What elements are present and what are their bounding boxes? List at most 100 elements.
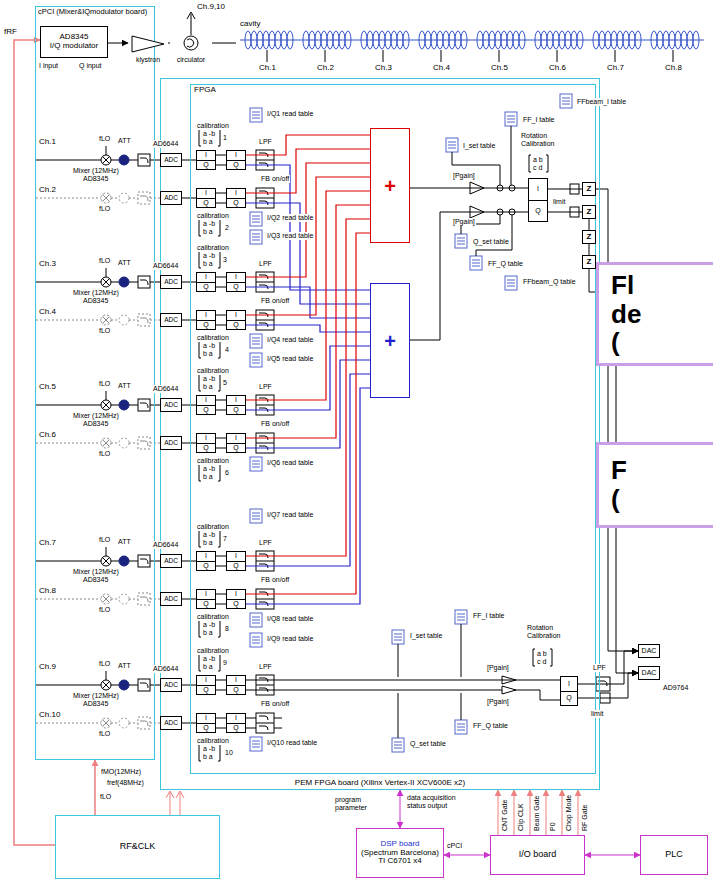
iq-block: IQ (226, 551, 246, 571)
cavity-cell (651, 31, 657, 49)
diagram-label: I/Q9 read table (266, 635, 314, 643)
node-text: DAC (642, 669, 657, 677)
cavity-cell (281, 31, 287, 49)
wire-line (129, 282, 138, 283)
pickup-line (499, 50, 500, 62)
diagram-label: 9 (222, 659, 228, 667)
filter-symbol (138, 593, 150, 605)
circulator-arrow (187, 39, 194, 47)
lpf-divider (256, 599, 274, 600)
input-line (36, 599, 101, 600)
wire-line (129, 320, 138, 321)
node-text: ADC (164, 316, 178, 323)
wire-line (150, 405, 160, 406)
diagram-label: [Pgain] (486, 664, 510, 672)
lpf-divider (256, 443, 274, 444)
diagram-label: 7 (222, 535, 228, 543)
filter-symbol (138, 437, 150, 449)
diagram-label: ATT (117, 382, 132, 390)
wire-line (150, 723, 160, 724)
wire-line (111, 561, 119, 562)
diagram-label: FFbeam_I table (576, 98, 627, 106)
diagram-label: I_set table (409, 632, 443, 640)
wire-line (129, 198, 138, 199)
process-box: DSP board(Spectrum Barcelona) TI C6701 x… (356, 828, 444, 878)
diagram-label: FF_I table (522, 116, 556, 124)
arrow-head (166, 791, 174, 798)
diagram-label: Mixer (12MHz) (72, 692, 120, 700)
filter-symbol (138, 717, 150, 729)
connector (246, 360, 370, 448)
cavity-cell (419, 31, 425, 49)
table-row (457, 620, 465, 621)
diagram-label: program parameter (334, 796, 392, 811)
cavity-cell (333, 31, 339, 49)
matrix-bracket (533, 649, 535, 666)
attenuator-symbol (119, 680, 129, 690)
table-row (472, 263, 480, 264)
diagram-label: Mixer (12MHz) (72, 412, 120, 420)
wire-line (150, 561, 160, 562)
table-row (252, 640, 260, 641)
node-text: DAC (642, 647, 657, 655)
diagram-label: AD8345 (82, 420, 109, 428)
diagram-label: Rotation Calibration (520, 132, 570, 147)
mixer-cross (103, 402, 110, 409)
wire-line (111, 723, 119, 724)
mixer-symbol (101, 400, 111, 410)
table-icon (505, 276, 517, 290)
table-icon (455, 234, 467, 248)
node-text: I (227, 434, 245, 444)
cavity-cell (303, 31, 309, 49)
q-line (216, 287, 226, 288)
adc-box: ADC (160, 398, 182, 412)
cavity-cell (507, 31, 513, 49)
diagram-label: I/Q10 read table (266, 739, 318, 747)
lpf-symbol (256, 713, 274, 733)
q-line (216, 566, 226, 567)
diagram-label: Ch.1 (38, 138, 57, 147)
table-icon (250, 633, 262, 647)
mixer-symbol (101, 315, 111, 325)
process-box: AD8345I/Q modulator (40, 26, 108, 58)
mixer-cross (103, 720, 110, 727)
wire-line (111, 443, 119, 444)
attenuator-symbol (119, 400, 129, 410)
diagram-label: Ch.10 (38, 711, 61, 720)
node-text: Q (197, 283, 215, 292)
node-text: I (197, 273, 215, 283)
mixer-cross (103, 558, 110, 565)
diagram-label: calibration (196, 122, 230, 130)
matrix-bracket (199, 374, 201, 391)
diagram-label: calibration (196, 367, 230, 375)
table-row (457, 244, 465, 245)
cavity-cell (397, 31, 403, 49)
attenuator-symbol (119, 718, 129, 728)
table-row (394, 637, 402, 638)
connector (216, 277, 226, 278)
filter-symbol (138, 314, 150, 326)
node-text: klystron (136, 56, 160, 64)
node-text: Z (587, 233, 592, 242)
q-line (216, 448, 226, 449)
filter-curve (140, 597, 148, 602)
connector (182, 198, 196, 199)
wire-line (511, 126, 512, 185)
table-row (457, 730, 465, 731)
process-box: RF&CLK (55, 815, 220, 879)
cavity-cell (611, 31, 617, 49)
wire-line (129, 599, 138, 600)
diagram-label: fLO (98, 450, 111, 458)
connector (182, 282, 196, 283)
diagram-label: I/Q6 read table (266, 459, 314, 467)
connector (182, 723, 196, 724)
node-text: Q (197, 161, 215, 170)
node-text: FPGA (194, 86, 216, 95)
lpf-symbol (256, 551, 274, 571)
wire-line (461, 624, 462, 677)
cavity-cell (275, 31, 281, 49)
wire-line (150, 443, 160, 444)
table-row (562, 98, 570, 99)
diagram-label: Ch.7 (606, 64, 625, 73)
diagram-label: a b (532, 156, 544, 164)
